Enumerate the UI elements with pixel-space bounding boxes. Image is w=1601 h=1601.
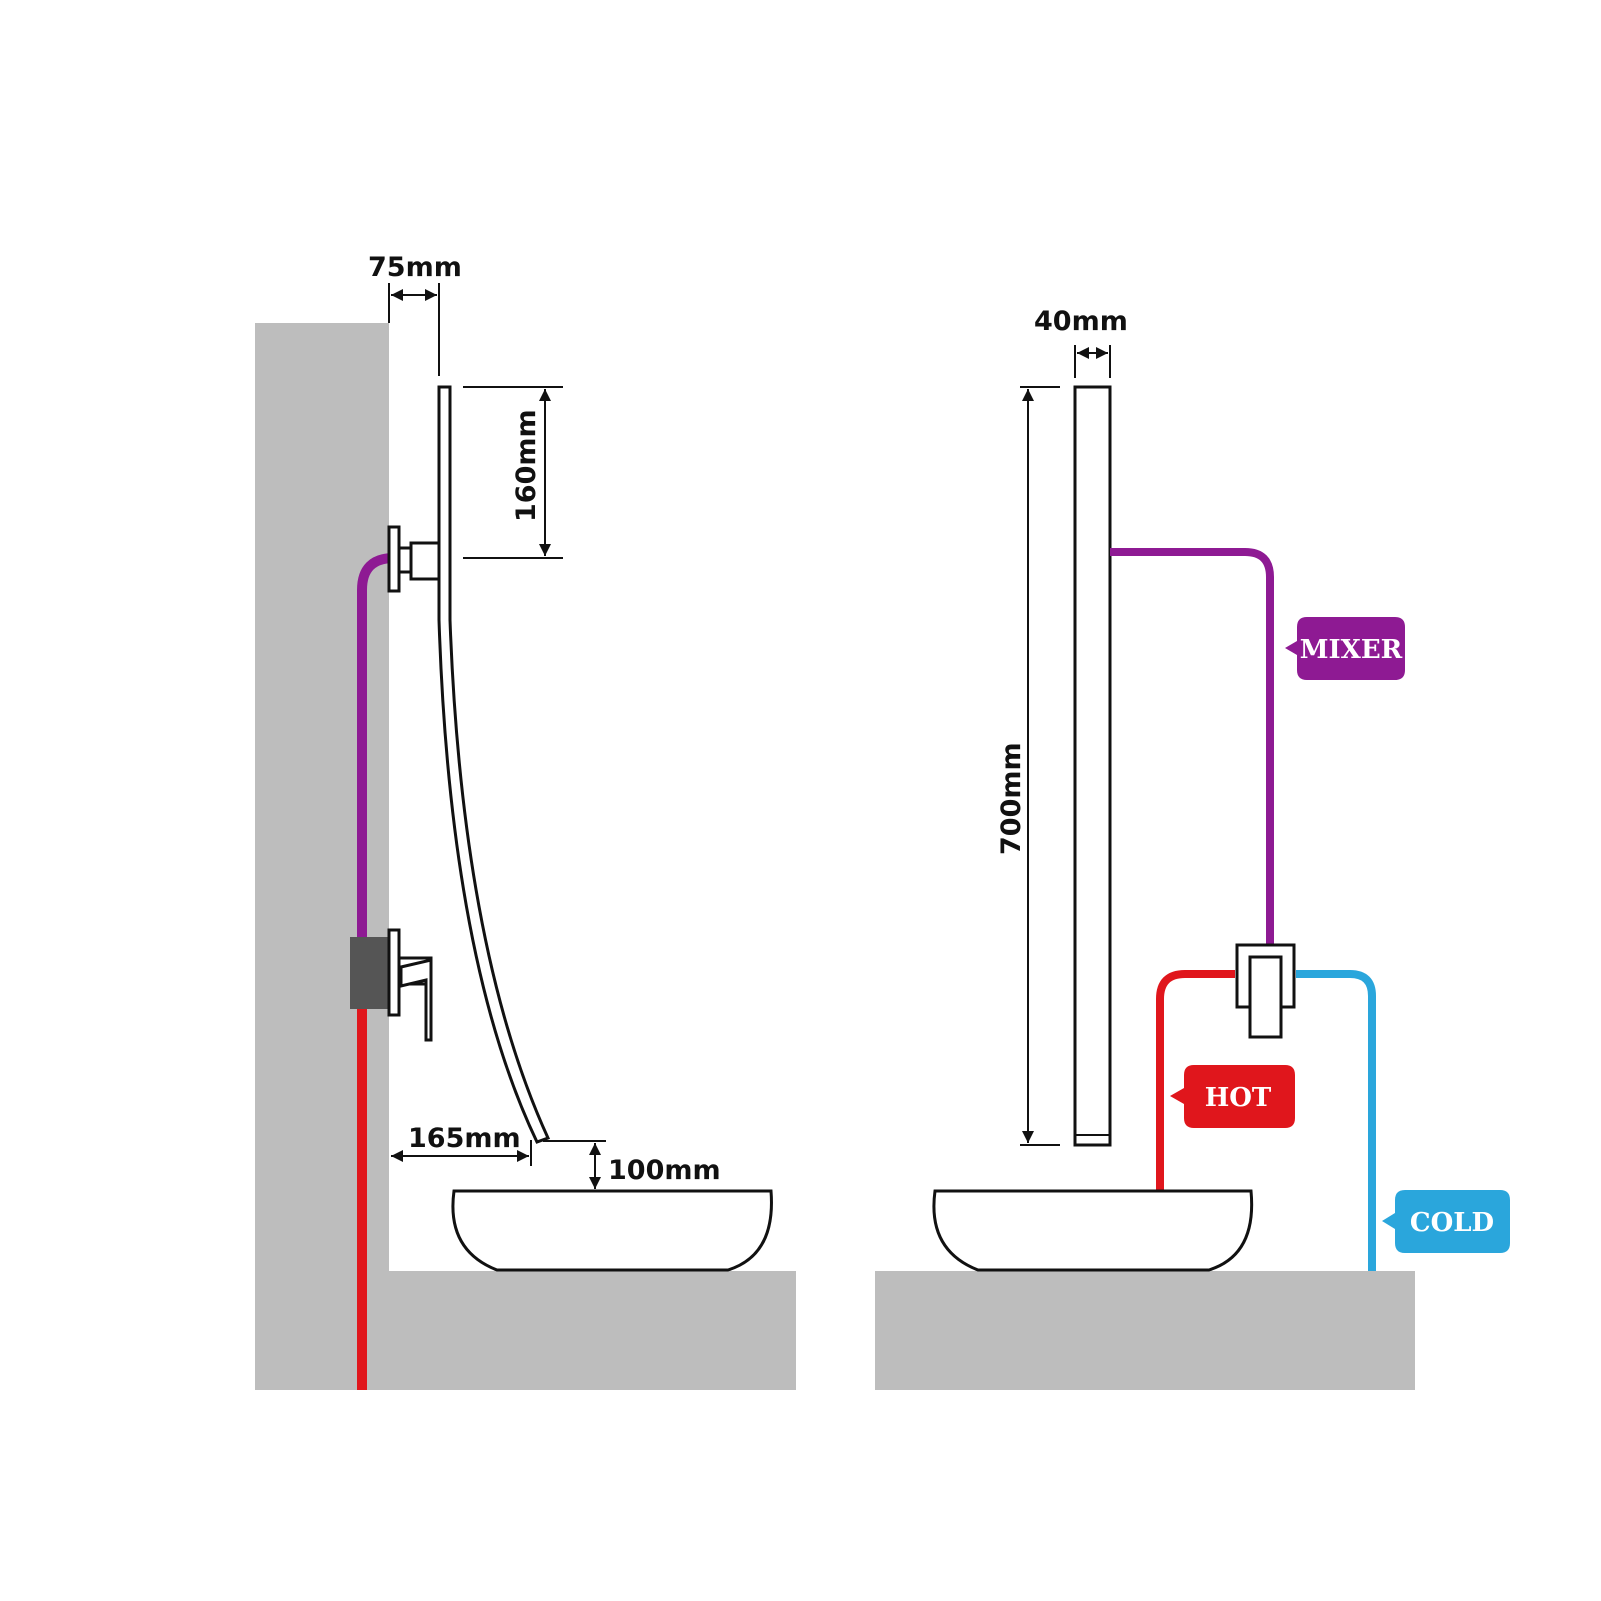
hot-supply-pipe-right	[1156, 970, 1235, 1193]
right-view: 40mm 700mm MIXER HOT COLD	[875, 306, 1510, 1390]
dimension-label-160mm: 160mm	[511, 409, 542, 522]
cold-supply-pipe-right	[1296, 970, 1376, 1271]
mixer-tag: MIXER	[1285, 617, 1405, 680]
mixer-valve-icon	[350, 928, 433, 1042]
dimension-label-40mm: 40mm	[1034, 306, 1128, 337]
countertop-right	[875, 1271, 1415, 1390]
dimension-165mm: 165mm	[391, 1123, 532, 1166]
mixer-valve-front-icon	[1235, 943, 1296, 1039]
dimension-700mm: 700mm	[996, 386, 1060, 1146]
dimension-100mm: 100mm	[543, 1140, 721, 1189]
dimension-label-75mm: 75mm	[368, 252, 462, 283]
hot-tag-label: HOT	[1205, 1083, 1272, 1113]
cold-tag-label: COLD	[1410, 1208, 1494, 1238]
dimension-75mm: 75mm	[368, 252, 462, 376]
dimension-160mm: 160mm	[463, 386, 563, 559]
cold-tag: COLD	[1382, 1190, 1510, 1253]
dimension-label-700mm: 700mm	[996, 742, 1027, 855]
vessel-basin-right	[932, 1189, 1254, 1272]
wall-section	[255, 323, 389, 1390]
spout-mount	[387, 525, 441, 593]
waterfall-spout-icon	[437, 385, 551, 1144]
mixer-pipe-right	[1110, 548, 1274, 945]
countertop-left	[389, 1271, 796, 1390]
left-view: 75mm 160mm 165mm 100mm	[255, 252, 796, 1390]
waterfall-spout-front	[1073, 385, 1112, 1147]
vessel-basin-left	[451, 1189, 773, 1272]
mixer-tag-label: MIXER	[1300, 635, 1403, 665]
dimension-label-165mm: 165mm	[408, 1123, 521, 1154]
dimension-label-100mm: 100mm	[608, 1155, 721, 1186]
hot-tag: HOT	[1170, 1065, 1295, 1128]
dimension-40mm: 40mm	[1034, 306, 1128, 378]
